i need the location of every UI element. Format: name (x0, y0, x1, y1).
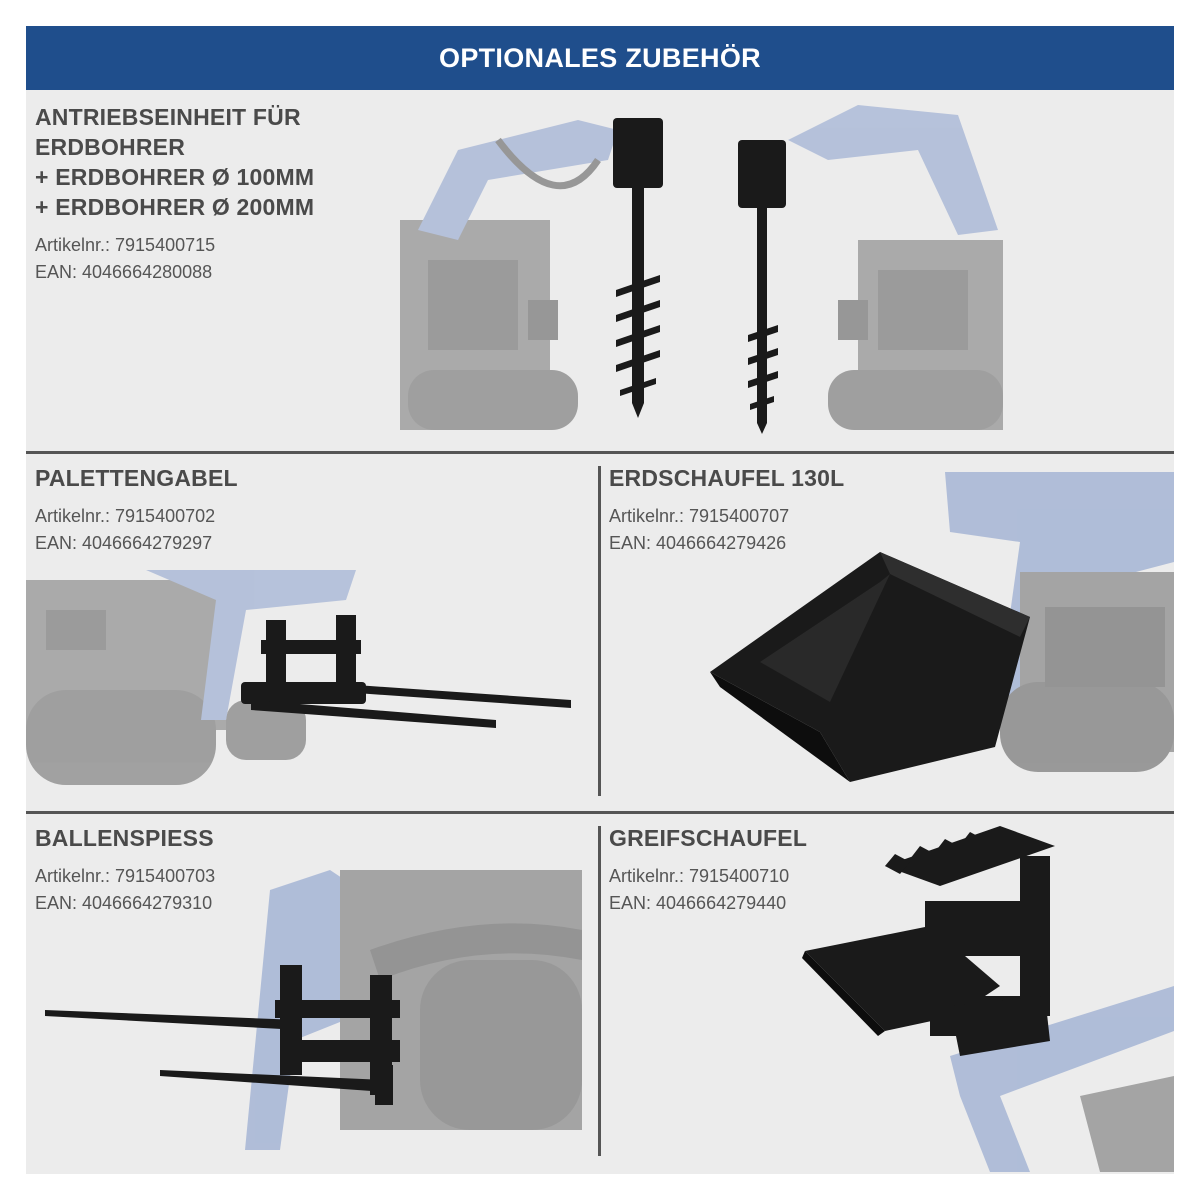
product-title-bucket: ERDSCHAUFEL 130L (609, 465, 845, 491)
pallet-fork (241, 615, 571, 728)
divider-vertical-2 (598, 826, 601, 1156)
product-meta-pallet-fork: Artikelnr.: 7915400702 EAN: 404666427929… (35, 503, 215, 557)
mini-loader-right (788, 105, 1003, 430)
article-number: Artikelnr.: 7915400710 (609, 866, 790, 886)
title-line: + ERDBOHRER Ø 100MM (35, 164, 315, 190)
product-title-bale-spear: BALLENSPIESS (35, 825, 214, 851)
product-title-auger: ANTRIEBSEINHEIT FÜR ERDBOHRER + ERDBOHRE… (35, 102, 314, 222)
article-number: Artikelnr.: 7915400702 (35, 506, 216, 526)
divider-vertical-1 (598, 466, 601, 796)
ean-number: EAN: 4046664279310 (35, 893, 213, 913)
article-number: Artikelnr.: 7915400703 (35, 866, 216, 886)
grapple-bucket-product-image (800, 826, 1174, 1172)
product-title-grapple-bucket: GREIFSCHAUFEL (609, 825, 808, 851)
mini-loader (26, 570, 356, 785)
product-title-pallet-fork: PALETTENGABEL (35, 465, 238, 491)
article-number: Artikelnr.: 7915400715 (35, 235, 216, 255)
mini-loader (945, 472, 1174, 772)
pallet-fork-product-image (26, 570, 576, 795)
article-number: Artikelnr.: 7915400707 (609, 506, 790, 526)
ean-number: EAN: 4046664280088 (35, 262, 213, 282)
auger-product-image (398, 100, 1008, 435)
grapple-bucket (802, 826, 1055, 1056)
product-meta-grapple-bucket: Artikelnr.: 7915400710 EAN: 404666427944… (609, 863, 789, 917)
divider-horizontal-1 (26, 451, 1174, 454)
ean-number: EAN: 4046664279297 (35, 533, 213, 553)
ean-number: EAN: 4046664279440 (609, 893, 787, 913)
mini-loader-arm (950, 986, 1174, 1172)
bale-spear-product-image (40, 870, 582, 1170)
ean-number: EAN: 4046664279426 (609, 533, 787, 553)
title-line: ANTRIEBSEINHEIT FÜR (35, 104, 301, 130)
auger-100mm (613, 118, 663, 418)
bucket-product-image (700, 472, 1174, 792)
title-line: ERDBOHRER (35, 134, 186, 160)
title-line: + ERDBOHRER Ø 200MM (35, 194, 315, 220)
divider-horizontal-2 (26, 811, 1174, 814)
bale-spear (45, 965, 400, 1105)
product-meta-auger: Artikelnr.: 7915400715 EAN: 404666428008… (35, 232, 215, 286)
mini-loader-left (400, 120, 618, 430)
product-meta-bucket: Artikelnr.: 7915400707 EAN: 404666427942… (609, 503, 789, 557)
earth-bucket (710, 552, 1030, 782)
product-meta-bale-spear: Artikelnr.: 7915400703 EAN: 404666427931… (35, 863, 215, 917)
page-title: OPTIONALES ZUBEHÖR (26, 26, 1174, 90)
auger-200mm (738, 140, 786, 434)
